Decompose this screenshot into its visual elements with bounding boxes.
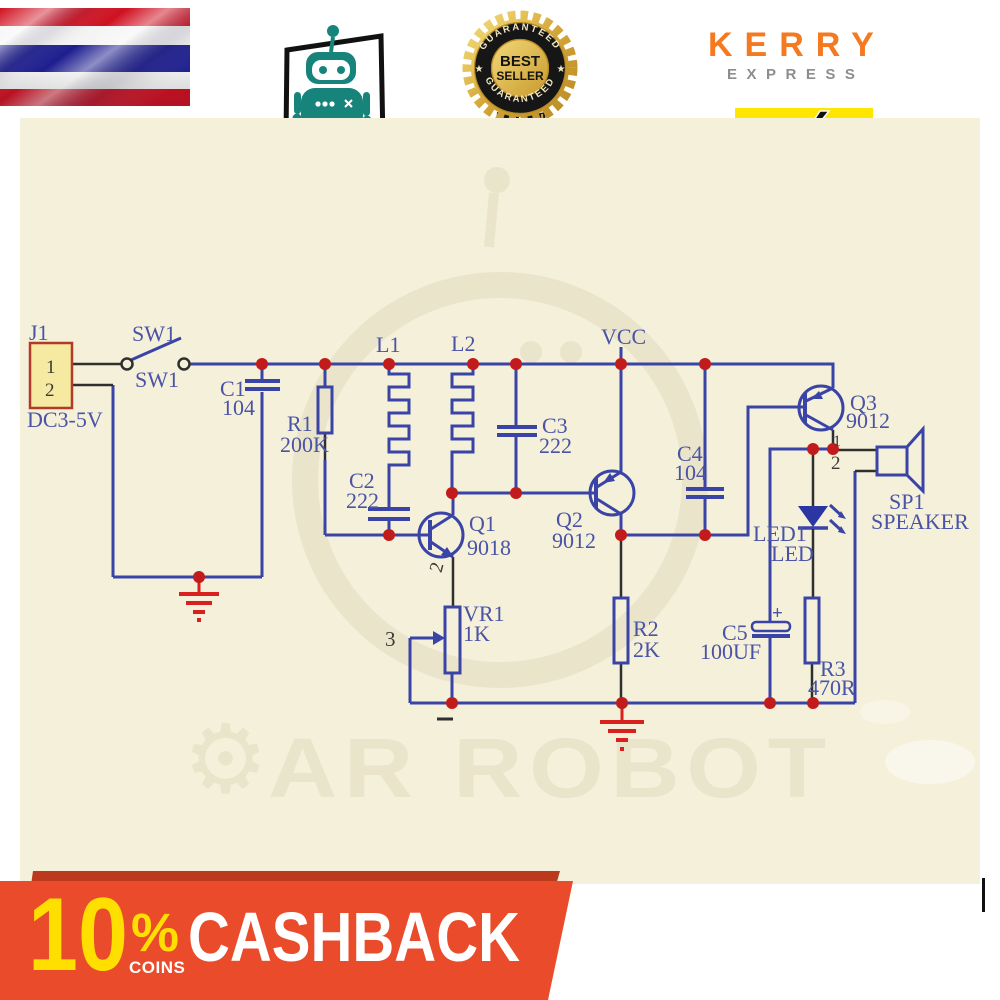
label-vcc: VCC bbox=[601, 324, 646, 349]
label-c5-polarity: + bbox=[772, 603, 783, 624]
led-emission-arrow bbox=[838, 526, 846, 534]
watermark-robot-head bbox=[292, 272, 708, 688]
edge-artifact bbox=[982, 878, 985, 912]
label-c5-value: 100UF bbox=[700, 639, 761, 664]
capacitor-plates bbox=[245, 379, 790, 638]
banner-cashback-text: CASHBACK bbox=[188, 898, 520, 976]
kerry-subtitle: EXPRESS bbox=[727, 66, 864, 83]
badge-scalloped-edge bbox=[462, 10, 578, 126]
watermark-highlight bbox=[860, 700, 910, 724]
banner-coins-text: COINS bbox=[129, 958, 185, 977]
label-c4: C4 bbox=[677, 441, 703, 466]
label-vr1-pin: 3 bbox=[385, 627, 396, 651]
watermark-highlight bbox=[885, 740, 975, 784]
component-leads bbox=[72, 362, 877, 721]
label-c1: C1 bbox=[220, 376, 246, 401]
badge-star-left-icon: ★ bbox=[475, 64, 484, 75]
badge-best-text: BEST bbox=[500, 53, 540, 70]
label-c3-value: 222 bbox=[539, 433, 572, 458]
label-j1-value: DC3-5V bbox=[27, 407, 103, 432]
watermark-eye bbox=[560, 341, 582, 363]
connector-j1 bbox=[28, 341, 74, 410]
banner-percent-number: 10 bbox=[28, 877, 128, 993]
transistor-q3 bbox=[797, 384, 845, 432]
badge-center bbox=[492, 40, 548, 96]
inductor-l2 bbox=[450, 364, 475, 493]
label-sw1-top: SW1 bbox=[132, 321, 176, 346]
resistor-r3 bbox=[803, 596, 821, 665]
badge-star-right-icon: ★ bbox=[557, 64, 566, 75]
banner-orange-shape bbox=[0, 881, 573, 1000]
watermark: ⚙ AR ROBOT bbox=[183, 167, 975, 815]
label-q2: Q2 bbox=[556, 507, 583, 532]
label-c2-value: 222 bbox=[346, 488, 379, 513]
thailand-flag-image bbox=[0, 8, 190, 106]
label-sp1: SP1 bbox=[889, 489, 924, 514]
badge-seller-text: SELLER bbox=[496, 69, 544, 83]
switch-terminal bbox=[177, 357, 191, 371]
kerry-title: KERRY bbox=[708, 26, 886, 64]
label-j1-pin1: 1 bbox=[46, 357, 56, 378]
speaker-sp1 bbox=[875, 425, 925, 495]
flag-silk-shadow bbox=[0, 8, 190, 106]
label-sp1-pin2: 2 bbox=[831, 453, 841, 474]
label-j1-pin2: 2 bbox=[45, 380, 55, 401]
label-led1: LED1 bbox=[753, 521, 807, 546]
badge-ring-outline bbox=[473, 21, 567, 115]
transistor-q2 bbox=[588, 469, 636, 517]
transistor-q1 bbox=[417, 511, 465, 559]
vcc-bus-wire bbox=[189, 362, 835, 388]
banner-percent-sign: % bbox=[131, 903, 179, 963]
label-q2-value: 9012 bbox=[552, 528, 596, 553]
kerry-express-logo: KERRY EXPRESS bbox=[708, 26, 886, 83]
badge-black-ring bbox=[475, 23, 565, 113]
resistor-r2 bbox=[612, 596, 630, 665]
label-sp1-pin1: 1 bbox=[833, 433, 841, 450]
resistor-r1 bbox=[316, 385, 334, 435]
label-sw1-bottom: SW1 bbox=[135, 367, 179, 392]
label-q1-value: 9018 bbox=[467, 535, 511, 560]
watermark-eye bbox=[520, 341, 542, 363]
label-vr1-value: 1K bbox=[463, 621, 490, 646]
cashback-banner: 10 % COINS CASHBACK bbox=[0, 871, 573, 1000]
switch-terminal bbox=[120, 357, 134, 371]
wires bbox=[111, 336, 857, 705]
watermark-antenna-stem bbox=[484, 192, 499, 248]
label-c3: C3 bbox=[542, 413, 568, 438]
label-r1: R1 bbox=[287, 411, 313, 436]
schematic-panel bbox=[20, 118, 980, 884]
label-r1-value: 200K bbox=[280, 432, 329, 457]
label-sp1-value: SPEAKER bbox=[871, 509, 969, 534]
label-l1: L1 bbox=[376, 332, 400, 357]
inductor-l1 bbox=[387, 364, 411, 508]
schematic-labels: J1 DC3-5V SW1 SW1 C1 104 R1 200K L1 L2 C… bbox=[27, 320, 969, 700]
label-c5: C5 bbox=[722, 620, 748, 645]
label-vr1: VR1 bbox=[463, 601, 505, 626]
label-c1-value: 104 bbox=[222, 395, 255, 420]
label-q1: Q1 bbox=[469, 511, 496, 536]
label-r2: R2 bbox=[633, 616, 659, 641]
potentiometer-vr1 bbox=[443, 605, 462, 675]
watermark-antenna bbox=[484, 167, 510, 193]
label-q3: Q3 bbox=[850, 390, 877, 415]
label-j1: J1 bbox=[29, 320, 49, 345]
junction-dots bbox=[193, 358, 839, 709]
label-l2: L2 bbox=[451, 331, 475, 356]
label-r3-value: 470R bbox=[808, 675, 856, 700]
label-c2: C2 bbox=[349, 468, 375, 493]
label-c4-value: 104 bbox=[674, 460, 707, 485]
label-r3: R3 bbox=[820, 656, 846, 681]
led-d1 bbox=[798, 506, 846, 534]
watermark-gear-icon: ⚙ bbox=[183, 707, 268, 813]
watermark-brand-text: AR ROBOT bbox=[268, 721, 833, 815]
capacitor-c5-positive-plate bbox=[750, 620, 792, 633]
potentiometer-wiper-arrow bbox=[433, 631, 445, 645]
label-q3-value: 9012 bbox=[846, 408, 890, 433]
circuit-schematic: J1 DC3-5V SW1 SW1 C1 104 R1 200K L1 L2 C… bbox=[27, 320, 969, 751]
label-led1-value: LED bbox=[771, 541, 814, 566]
label-r2-value: 2K bbox=[633, 637, 660, 662]
led-emission-arrow bbox=[838, 511, 846, 519]
badge-ring-outline bbox=[490, 38, 550, 98]
